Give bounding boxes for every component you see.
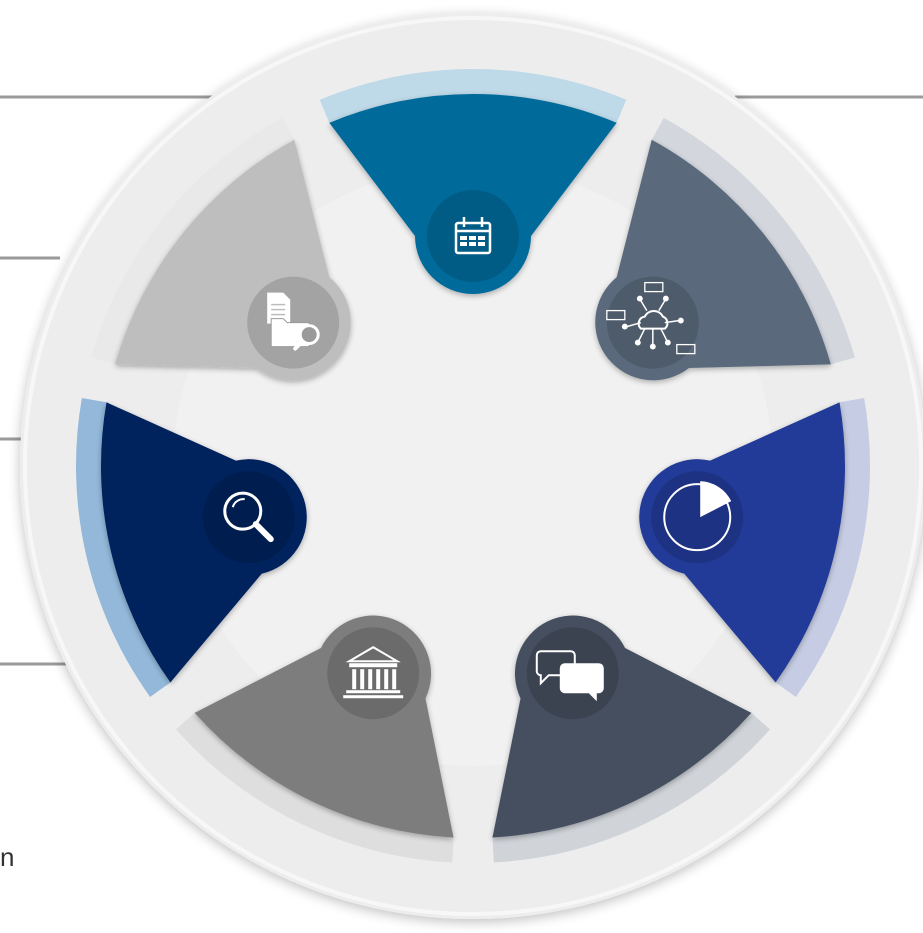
segment-institution — [175, 615, 454, 863]
pie-chart-icon — [663, 481, 732, 552]
segment-rim-institution — [175, 711, 454, 863]
segments-layer — [75, 68, 871, 863]
icon-badge-institution — [327, 627, 420, 720]
segment-schedule — [319, 68, 627, 295]
icon-badge-research — [202, 471, 295, 564]
segment-communication — [492, 615, 771, 863]
magnifier-icon — [223, 491, 274, 543]
segment-analytics — [639, 398, 871, 697]
connector-lines — [0, 95, 923, 666]
stray-text: n — [0, 842, 15, 872]
segment-body-analytics — [639, 402, 846, 683]
segment-rim-analytics — [773, 398, 871, 697]
segment-body-documents — [115, 139, 351, 381]
segment-rim-communication — [492, 711, 771, 863]
segment-rim-cloud-data — [650, 117, 855, 365]
segment-rim-schedule — [319, 68, 627, 125]
document-folder-search-icon — [267, 292, 320, 351]
segment-body-communication — [492, 615, 752, 838]
icon-badge-cloud-data — [606, 276, 699, 369]
segment-rim-documents — [91, 117, 296, 365]
cloud-network-icon — [606, 281, 696, 355]
calendar-icon — [454, 217, 492, 255]
segment-research — [75, 398, 307, 697]
segment-body-institution — [194, 615, 454, 838]
segment-body-research — [100, 402, 307, 683]
segment-documents — [91, 117, 351, 381]
segment-body-schedule — [329, 93, 617, 295]
bank-building-icon — [343, 646, 404, 699]
segment-rim-research — [75, 398, 173, 697]
icons-layer — [202, 190, 744, 720]
chat-bubbles-icon — [535, 650, 604, 702]
outer-ring-highlight — [23, 16, 923, 916]
segment-cloud-data — [595, 117, 855, 381]
segment-body-cloud-data — [595, 139, 831, 381]
